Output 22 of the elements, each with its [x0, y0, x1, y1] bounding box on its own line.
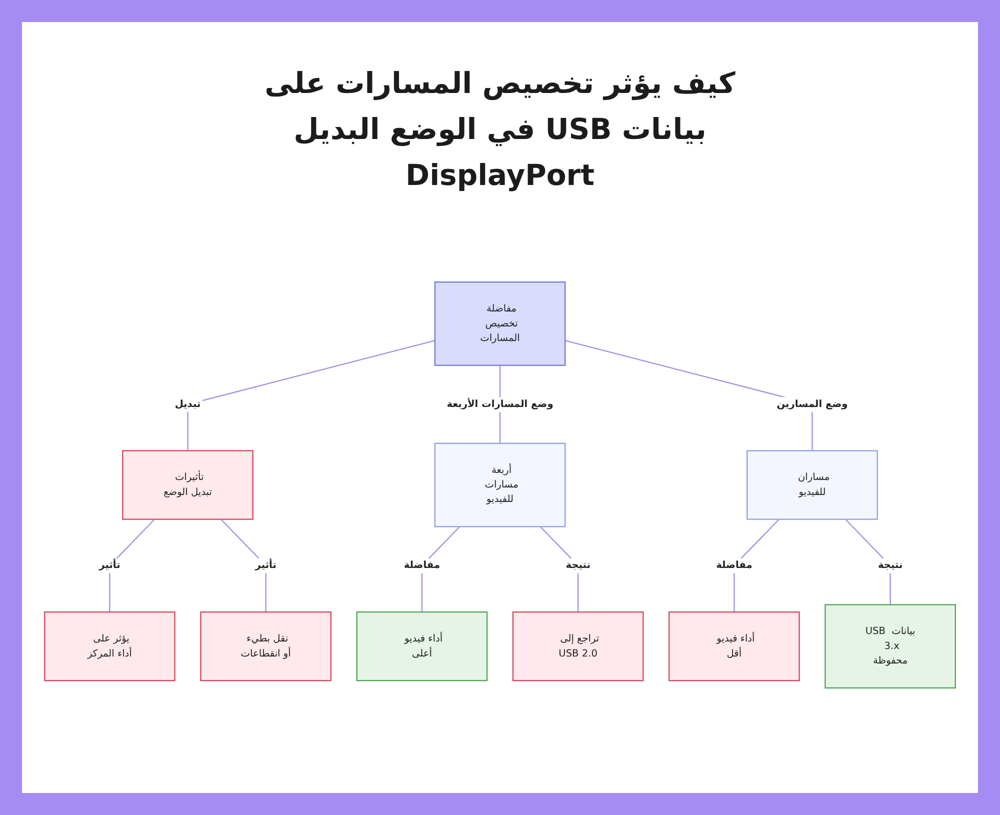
node-box: أداء فيديو أعلى	[356, 611, 488, 682]
node-box: نقل بطيء أو انقطاعات	[200, 611, 332, 682]
title: كيف يؤثر تخصيص المسارات على بيانات USB في الوضع البديل DisplayPort	[264, 65, 736, 194]
node-box: أداء فيديو أقل	[668, 611, 800, 682]
node-box: مساران للفيديو	[746, 450, 878, 520]
node-box: بيانات USB 3.x محفوظة	[824, 604, 956, 688]
edge-label: وضع المسارات الأربعة	[446, 398, 554, 410]
edge-label: مفاضلة	[404, 559, 440, 571]
edge-label: تبديل	[174, 398, 201, 410]
node-box: مفاضلة تخصيص المسارات	[434, 282, 566, 366]
connector	[187, 340, 436, 451]
edge-label: وضع المسارين	[776, 398, 848, 410]
connector	[564, 340, 813, 451]
node-box: تراجع إلى USB 2.0	[512, 611, 644, 682]
edge-label: مفاضلة	[716, 559, 752, 571]
node-box: يؤثر على أداء المركز	[44, 611, 176, 682]
edge-label: نتيجة	[878, 559, 903, 571]
node-box: تأثيرات تبديل الوضع	[122, 450, 254, 520]
edge-label: نتيجة	[566, 559, 590, 571]
edge-label: تأثير	[99, 559, 120, 571]
edge-label: تأثير	[255, 559, 276, 571]
node-box: أربعة مسارات للفيديو	[434, 442, 566, 528]
